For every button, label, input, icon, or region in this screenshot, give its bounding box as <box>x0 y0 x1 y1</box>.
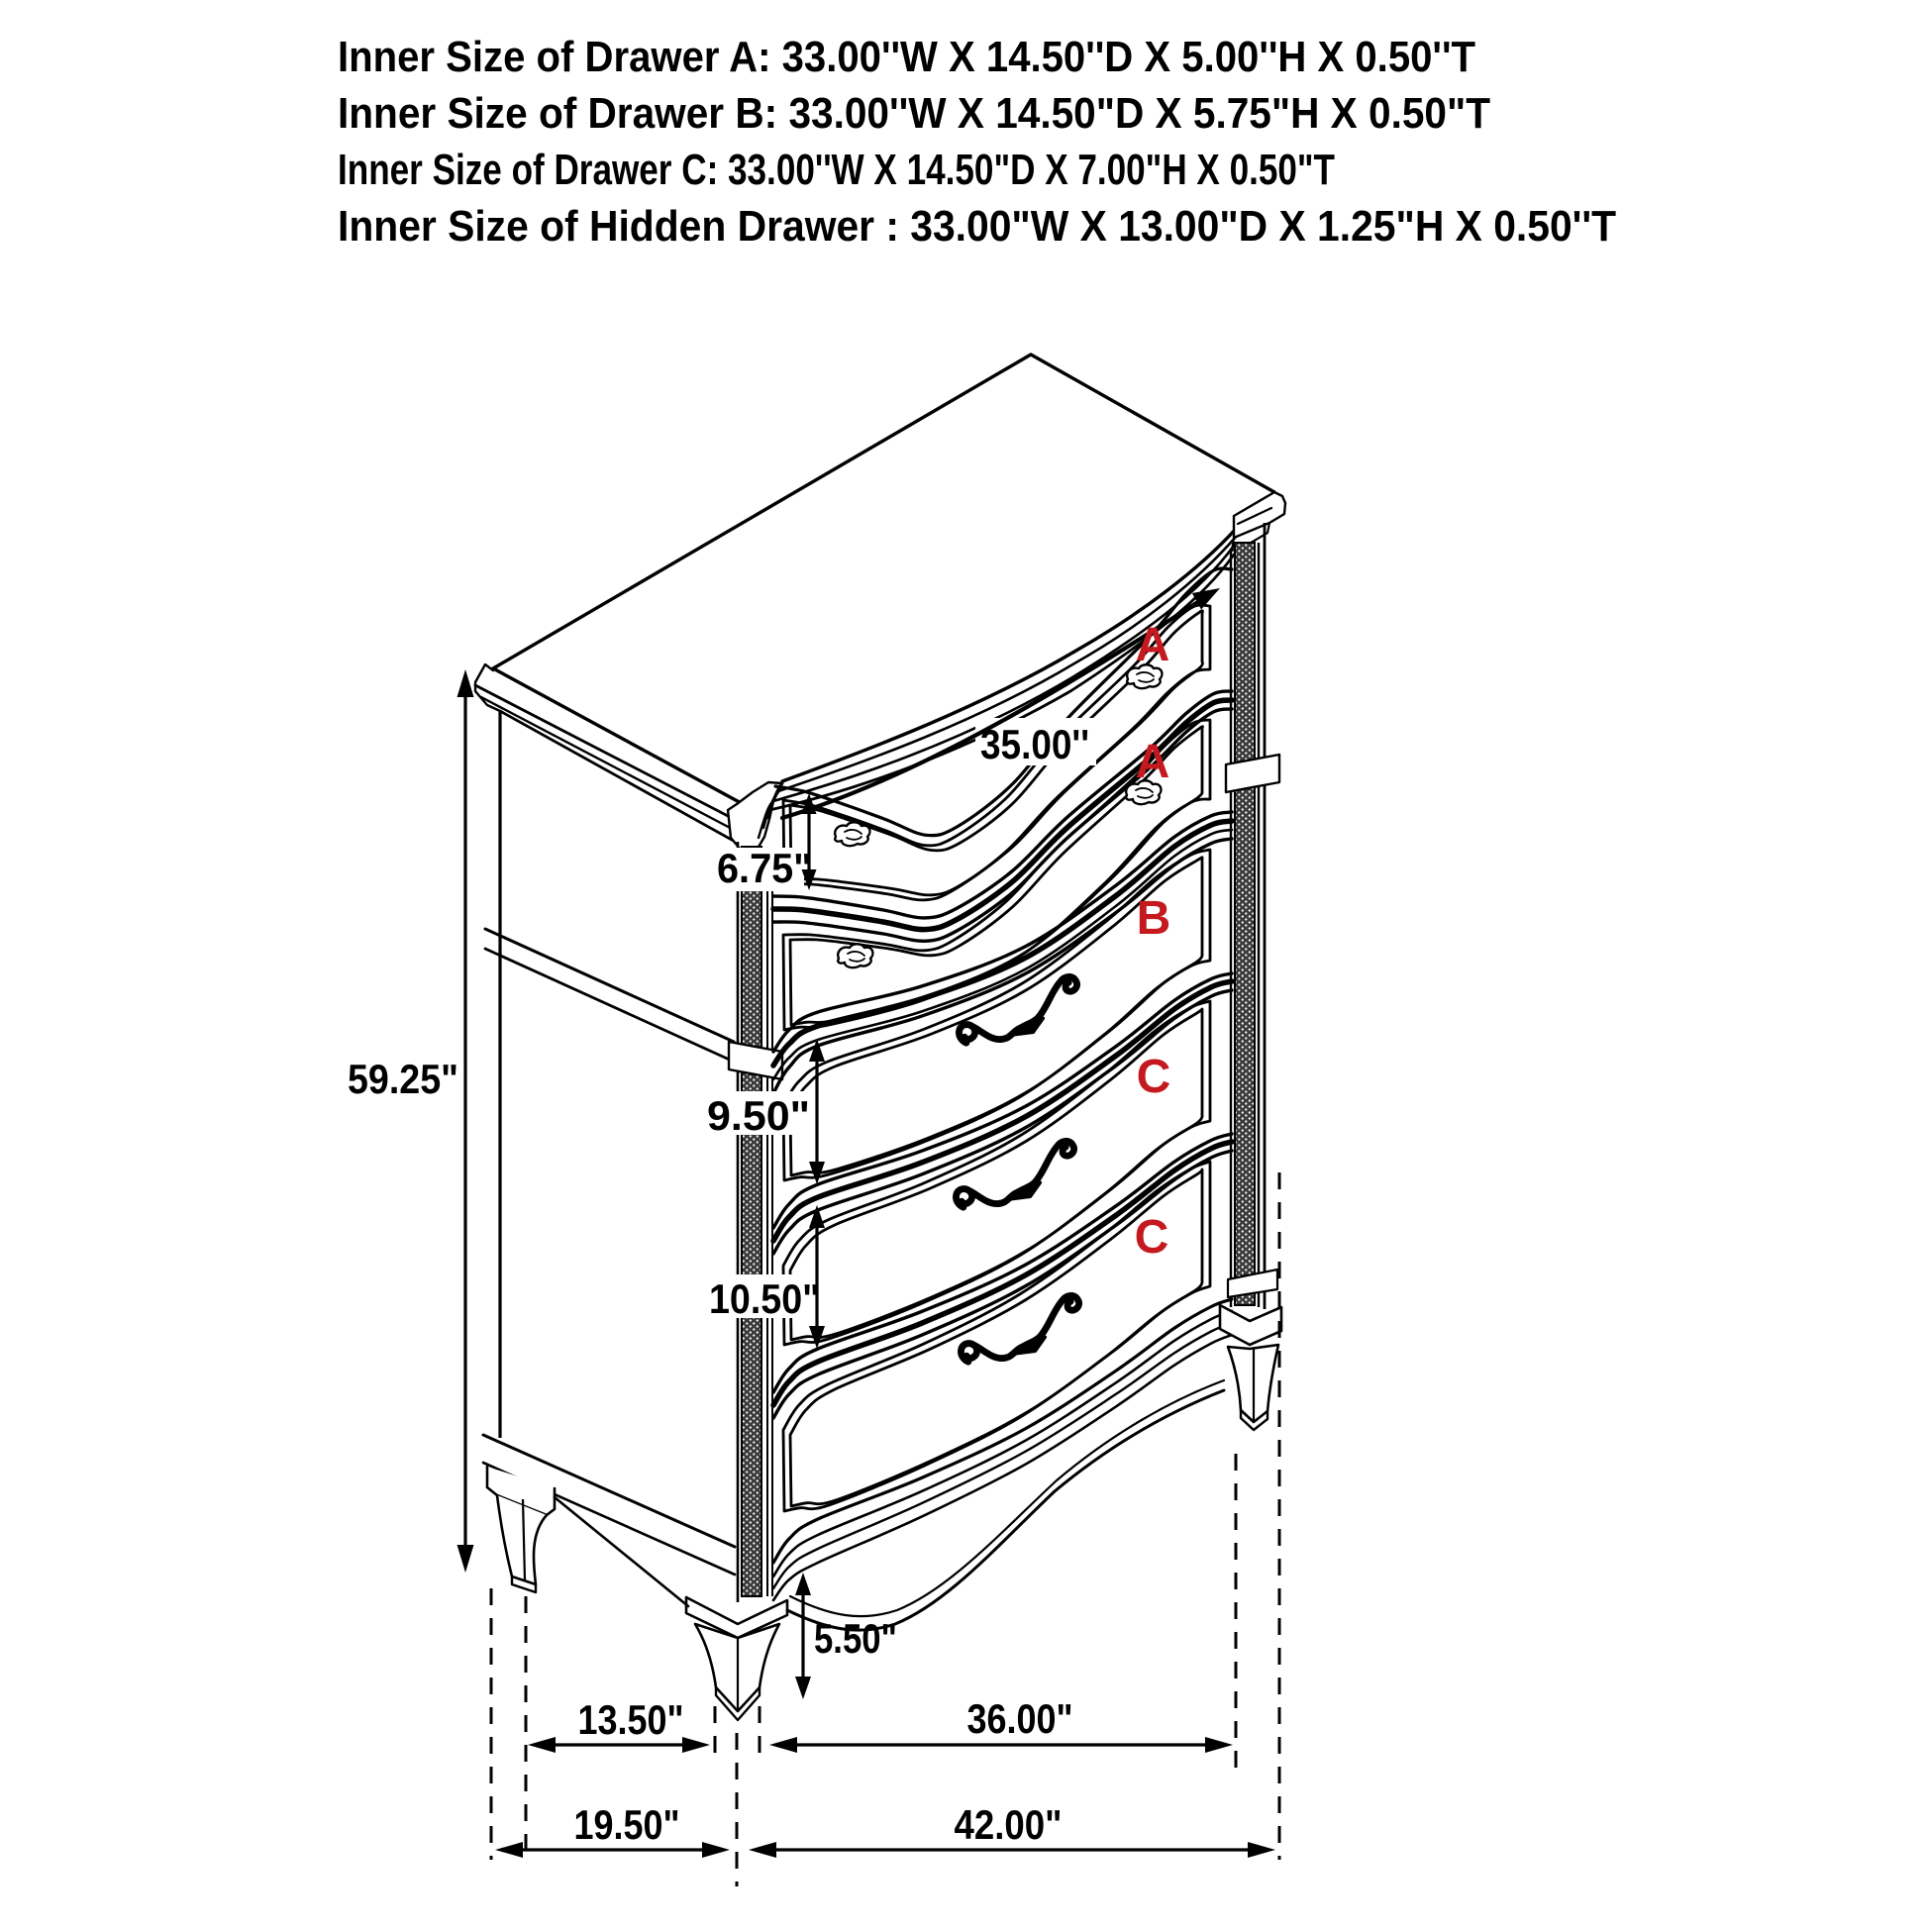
svg-text:A: A <box>1136 736 1170 788</box>
svg-text:10.50": 10.50" <box>709 1275 820 1322</box>
svg-text:C: C <box>1135 1211 1169 1264</box>
svg-text:42.00": 42.00" <box>955 1801 1063 1848</box>
svg-text:59.25": 59.25" <box>348 1056 458 1102</box>
svg-text:B: B <box>1137 892 1171 945</box>
svg-text:9.50": 9.50" <box>707 1092 810 1139</box>
svg-text:35.00'': 35.00'' <box>980 721 1089 767</box>
svg-text:Inner Size of Drawer B: 33.00': Inner Size of Drawer B: 33.00''W X 14.50… <box>338 89 1490 138</box>
svg-text:5.50": 5.50" <box>814 1615 897 1662</box>
svg-text:19.50": 19.50" <box>574 1801 680 1848</box>
svg-text:Inner Size of Hidden Drawer :: Inner Size of Hidden Drawer : 33.00"W X … <box>338 202 1616 251</box>
svg-text:36.00": 36.00" <box>967 1695 1073 1742</box>
svg-text:C: C <box>1137 1051 1171 1103</box>
svg-text:Inner Size of Drawer A: 33.00': Inner Size of Drawer A: 33.00''W X 14.50… <box>338 33 1475 81</box>
svg-text:6.75": 6.75" <box>717 845 812 891</box>
svg-text:Inner Size of Drawer C: 33.00': Inner Size of Drawer C: 33.00''W X 14.50… <box>338 146 1335 194</box>
svg-text:13.50": 13.50" <box>578 1696 684 1743</box>
svg-text:A: A <box>1136 619 1170 671</box>
